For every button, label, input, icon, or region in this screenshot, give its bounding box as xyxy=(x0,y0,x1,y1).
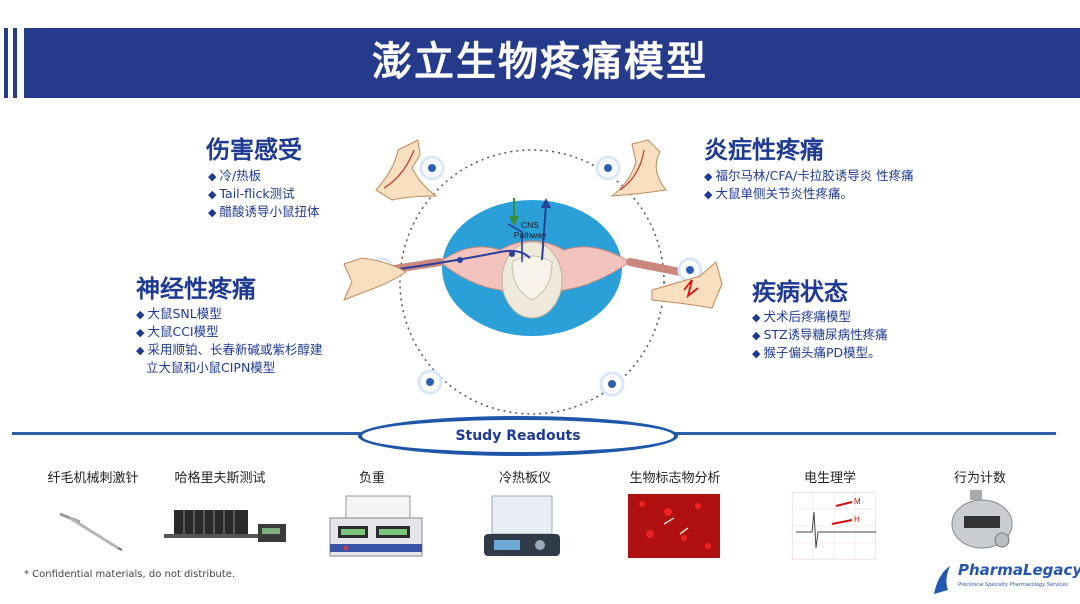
weight-bearing-apparatus-image xyxy=(329,495,423,557)
pathway-circle xyxy=(399,149,665,415)
nerve-ending-mid-right xyxy=(651,261,723,309)
target-icon-5 xyxy=(417,369,443,395)
list-item: ◆大鼠单侧关节炎性疼痛。 xyxy=(704,186,853,201)
nerve-ending-top-right xyxy=(610,139,667,197)
category-list-neuropathic: ◆大鼠SNL模型 ◆大鼠CCI模型 ◆采用顺铂、长春新碱或紫杉醇建 立大鼠和小鼠… xyxy=(136,305,322,376)
trace-mark-h: H xyxy=(854,515,860,524)
list-item-continuation: 立大鼠和小鼠CIPN模型 xyxy=(146,360,276,375)
category-title-neuropathic: 神经性疼痛 xyxy=(136,275,256,303)
category-title-nociception: 伤害感受 xyxy=(206,136,302,164)
target-icon-4 xyxy=(677,257,703,283)
hargreaves-apparatus-image xyxy=(164,510,286,542)
trace-mark-m: M xyxy=(854,497,861,506)
list-item: ◆冷/热板 xyxy=(208,168,262,183)
category-list-nociception: ◆冷/热板 ◆Tail-flick测试 ◆醋酸诱导小鼠扭体 xyxy=(208,167,319,221)
electrophysiology-trace-image: M H xyxy=(792,492,876,560)
tool-label-weight-bearing: 负重 xyxy=(358,471,385,486)
hot-cold-plate-image xyxy=(484,495,560,556)
nerve-ending-mid-left xyxy=(343,257,407,301)
page-title: 澎立生物疼痛模型 xyxy=(372,39,708,85)
list-item: ◆大鼠CCI模型 xyxy=(136,324,219,339)
pharmalegacy-logo xyxy=(934,566,950,594)
logo-tagline: Preclinical Specialty Pharmacology Servi… xyxy=(958,582,1068,588)
nerve-ending-top-left xyxy=(375,139,438,201)
logo-name: PharmaLegacy xyxy=(958,561,1080,579)
list-item: ◆STZ诱导糖尿病性疼痛 xyxy=(752,327,888,342)
category-title-disease: 疾病状态 xyxy=(752,278,848,306)
title-banner xyxy=(24,28,1080,98)
cns-label-1: CNS xyxy=(521,220,539,230)
biomarker-image xyxy=(628,494,720,558)
spinal-cord-icon xyxy=(384,198,684,319)
banner-stripes xyxy=(4,28,22,98)
list-item: ◆大鼠SNL模型 xyxy=(136,306,222,321)
hand-counter-image xyxy=(951,490,1013,549)
tool-label-hot-cold-plate: 冷热板仪 xyxy=(498,471,551,486)
target-icon-1 xyxy=(419,155,445,181)
category-list-disease: ◆犬术后疼痛模型 ◆STZ诱导糖尿病性疼痛 ◆猴子偏头痛PD模型。 xyxy=(752,308,888,362)
list-item: ◆醋酸诱导小鼠扭体 xyxy=(208,204,320,219)
tool-label-hargreaves: 哈格里夫斯测试 xyxy=(174,471,266,486)
tool-label-electrophysiology: 电生理学 xyxy=(803,471,856,486)
readouts-ellipse xyxy=(358,416,678,456)
list-item: ◆福尔马林/CFA/卡拉胶诱导炎 性疼痛 xyxy=(704,168,914,183)
list-item: ◆Tail-flick测试 xyxy=(208,186,295,201)
tool-label-biomarker: 生物标志物分析 xyxy=(629,471,721,486)
readouts-title: Study Readouts xyxy=(455,428,581,444)
von-frey-filament-image xyxy=(59,512,123,551)
cns-label-2: Pathway xyxy=(514,230,547,240)
target-icon-2 xyxy=(595,155,621,181)
list-item: ◆采用顺铂、长春新碱或紫杉醇建 xyxy=(136,342,323,357)
list-item: ◆猴子偏头痛PD模型。 xyxy=(752,345,881,360)
category-list-inflammatory: ◆福尔马林/CFA/卡拉胶诱导炎 性疼痛 ◆大鼠单侧关节炎性疼痛。 xyxy=(704,167,914,203)
tool-label-behavior-count: 行为计数 xyxy=(953,471,1006,486)
tool-label-von-frey: 纤毛机械刺激针 xyxy=(47,471,139,486)
target-icon-6 xyxy=(599,371,625,397)
category-title-inflammatory: 炎症性疼痛 xyxy=(704,136,824,164)
list-item: ◆犬术后疼痛模型 xyxy=(752,309,851,324)
footnote: * Confidential materials, do not distrib… xyxy=(24,569,236,580)
